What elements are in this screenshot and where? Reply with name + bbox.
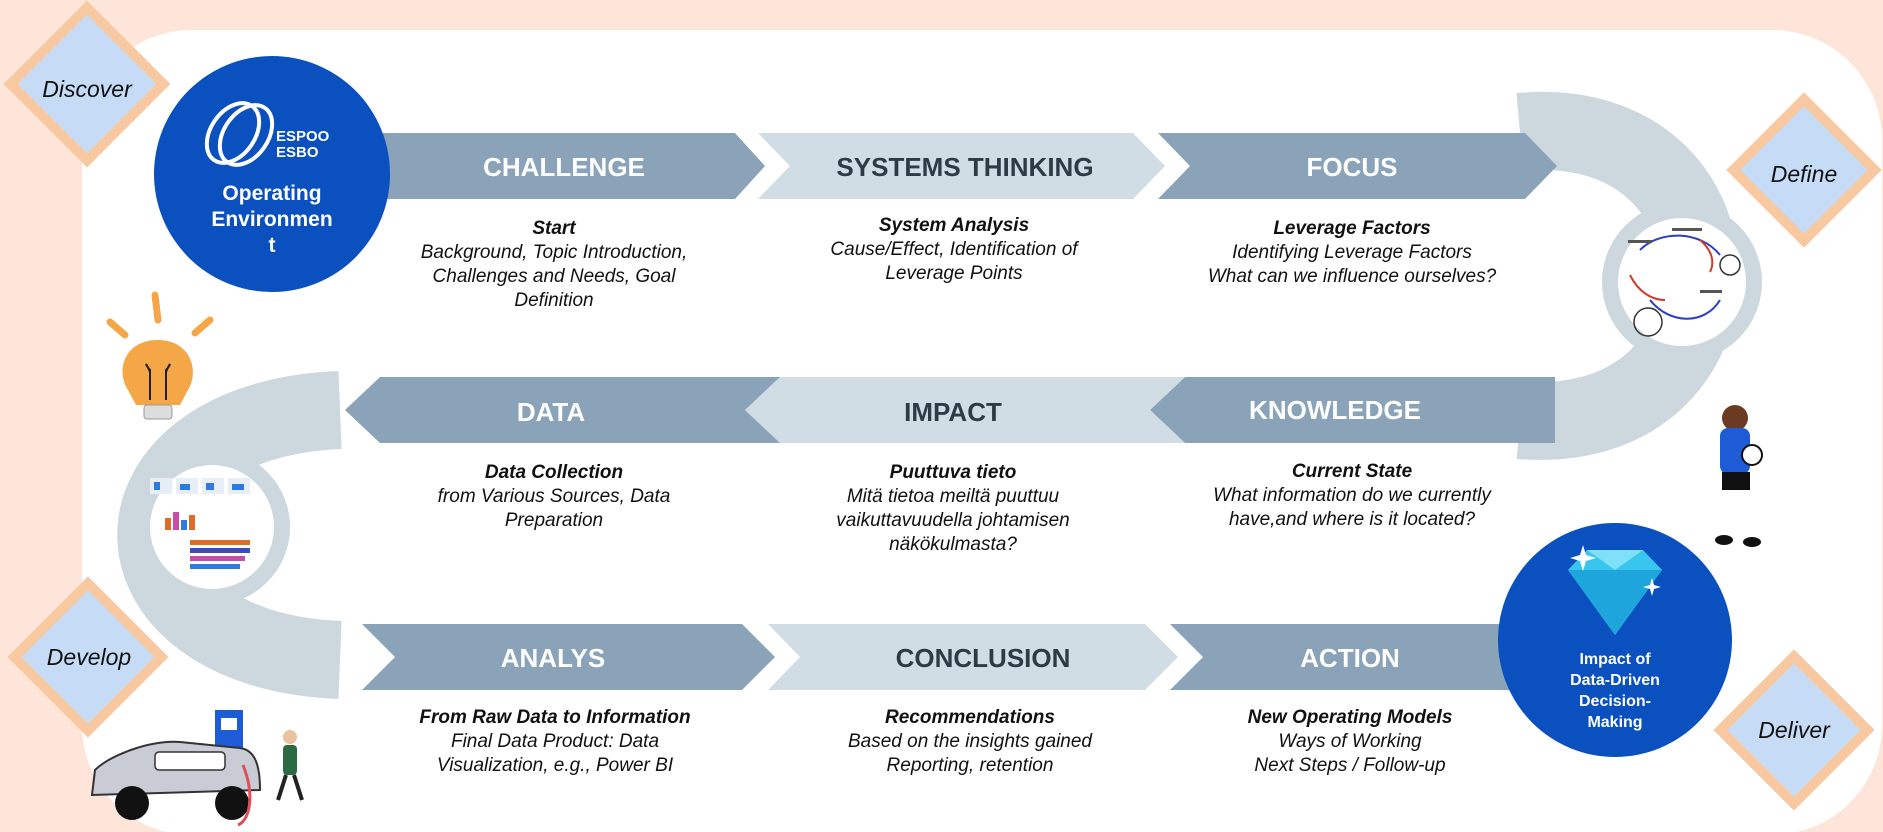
step-line: What information do we currently [1213,485,1491,506]
step-line: Definition [514,290,594,311]
chevron-action [1170,624,1525,690]
step-line: Leverage Points [885,263,1023,284]
step-line: Next Steps / Follow-up [1254,755,1446,776]
end-circle-line-1: Impact of [1579,651,1651,668]
step-line: näkökulmasta? [889,534,1017,555]
operating-environment-circle [154,56,390,292]
start-circle-line-2: Environmen [211,208,332,231]
step-line: Mitä tietoa meiltä puuttuu [846,486,1060,507]
phase-label-define: Define [1770,161,1838,187]
step-line: Final Data Product: Data [450,731,660,752]
soccer-player-illustration [1715,405,1763,547]
step-description-action: New Operating Models Ways of Working Nex… [1200,706,1500,778]
step-heading: Start [532,218,576,239]
step-line: Identifying Leverage Factors [1232,242,1472,263]
step-line: Background, Topic Introduction, [420,242,688,263]
step-title-action: ACTION [1300,643,1400,673]
step-heading: Current State [1291,461,1413,482]
step-title-systems-thinking: SYSTEMS THINKING [836,152,1093,182]
step-heading: From Raw Data to Information [419,707,691,728]
lightbulb-icon [106,291,214,420]
step-heading: Puuttuva tieto [889,462,1017,483]
phase-label-discover: Discover [42,76,132,102]
step-line: What can we influence ourselves? [1207,266,1497,287]
dashboard-thumbnail [134,449,290,605]
step-title-focus: FOCUS [1307,152,1398,182]
step-description-impact: Puuttuva tieto Mitä tietoa meiltä puuttu… [803,461,1103,557]
step-title-impact: IMPACT [904,397,1002,427]
step-heading: Data Collection [484,462,624,483]
step-description-data: Data Collection from Various Sources, Da… [404,461,704,533]
step-line: Reporting, retention [886,755,1054,776]
step-heading: System Analysis [878,215,1030,236]
step-description-focus: Leverage Factors Identifying Leverage Fa… [1182,217,1522,289]
end-circle-line-3: Decision- [1579,693,1651,710]
step-line: Cause/Effect, Identification of [830,239,1078,260]
electric-car-illustration [90,710,304,827]
chevron-knowledge [1150,377,1555,443]
start-circle-line-3: t [269,234,276,257]
phase-diamond-discover [3,0,171,168]
step-line: from Various Sources, Data [437,486,671,507]
start-circle-line-1: Operating [222,182,321,205]
phase-diamond-develop [7,576,169,738]
phase-diamond-deliver [1713,649,1875,811]
step-heading: New Operating Models [1247,707,1453,728]
step-heading: Recommendations [885,707,1055,728]
logo-line-2: ESBO [276,144,319,161]
step-line: Preparation [504,510,604,531]
chevron-analys [362,624,775,690]
step-title-data: DATA [517,397,586,427]
step-title-conclusion: CONCLUSION [896,643,1071,673]
chevron-systems-thinking [758,133,1165,199]
logo-line-1: ESPOO [276,128,330,145]
causal-loop-thumbnail [1602,202,1762,362]
step-line: Ways of Working [1278,731,1422,752]
chevron-conclusion [768,624,1178,690]
step-line: Challenges and Needs, Goal [432,266,676,287]
diamond-gem-icon [1568,545,1662,635]
step-title-knowledge: KNOWLEDGE [1249,395,1421,425]
step-title-challenge: CHALLENGE [483,152,645,182]
step-line: Visualization, e.g., Power BI [436,755,674,776]
step-description-systems-thinking: System Analysis Cause/Effect, Identifica… [804,214,1104,286]
phase-label-deliver: Deliver [1758,717,1830,743]
step-title-analys: ANALYS [501,643,606,673]
end-circle-line-2: Data-Driven [1570,672,1660,689]
chevron-impact [745,377,1185,443]
chevron-challenge [370,133,765,199]
step-line: have,and where is it located? [1228,509,1476,530]
step-heading: Leverage Factors [1273,218,1431,239]
chevron-focus [1158,133,1557,199]
chevron-data [345,377,780,443]
step-description-analys: From Raw Data to Information Final Data … [395,706,715,778]
phase-label-develop: Develop [46,644,132,670]
step-description-challenge: Start Background, Topic Introduction, Ch… [404,217,704,313]
espoo-logo-icon [204,101,275,167]
step-description-knowledge: Current State What information do we cur… [1182,460,1522,532]
step-description-conclusion: Recommendations Based on the insights ga… [820,706,1120,778]
phase-diamond-define [1726,92,1882,248]
end-circle-line-4: Making [1587,714,1642,731]
step-line: vaikuttavuudella johtamisen [836,510,1070,531]
step-line: Based on the insights gained [847,731,1092,752]
impact-circle [1498,523,1732,757]
